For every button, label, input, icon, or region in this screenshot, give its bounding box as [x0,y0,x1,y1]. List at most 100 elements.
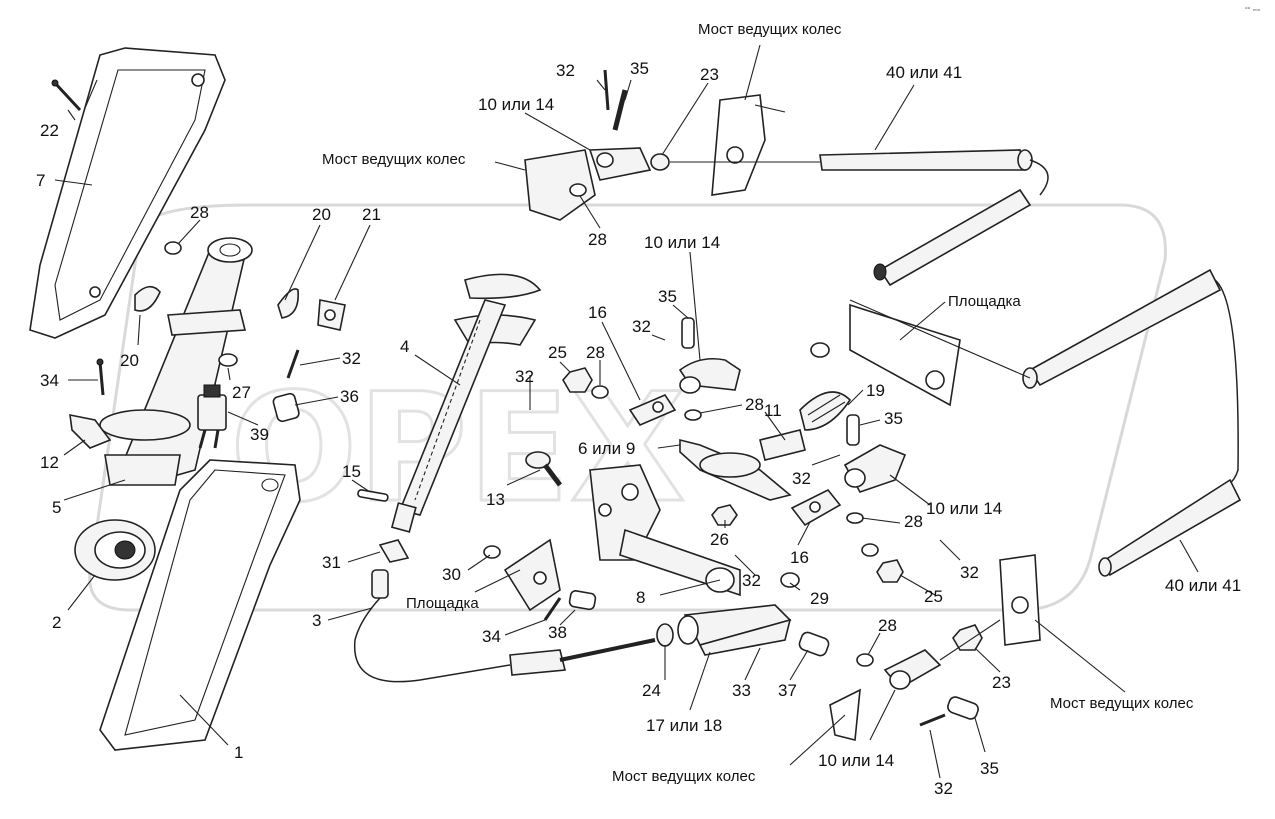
switch-39 [197,384,227,449]
nut-26 [711,504,738,526]
callout: 20 [120,351,139,370]
callout: 27 [232,383,251,402]
callout: 34 [40,371,59,390]
bolt-13 [525,451,562,487]
callout: 21 [362,205,381,224]
callout: 28 [586,343,605,362]
callout: 32 [556,61,575,80]
callout: 8 [636,588,645,607]
callout: 35 [980,759,999,778]
callout: 32 [960,563,979,582]
callout: 13 [486,490,505,509]
callout: 15 [342,462,361,481]
callout: 10 или 14 [644,233,720,252]
callout: 39 [250,425,269,444]
callout: 34 [482,627,501,646]
corner-mark: °° ▫▫▫ [1245,6,1260,14]
bracket-16-upper [628,394,677,426]
washer-29 [780,572,800,588]
callout: 7 [36,171,45,190]
bracket-21 [167,299,346,336]
title-bridge-bottom: Мост ведущих колес [612,768,756,785]
callout: 25 [924,587,943,606]
callout: 35 [884,409,903,428]
leader-lines [54,44,1199,779]
callout: 36 [340,387,359,406]
turnbuckle-6-9 [679,429,806,501]
callout: 3 [312,611,321,630]
callout: 25 [548,343,567,362]
cotter-34-left [96,358,105,396]
cotter-32-left [286,349,300,379]
callout: 19 [866,381,885,400]
callout: 10 или 14 [926,499,1002,518]
title-bridge-lower-right: Мост ведущих колес [1050,695,1194,712]
pin-37 [798,631,830,657]
callout: 24 [642,681,661,700]
callout: 35 [630,59,649,78]
callout: 32 [515,367,534,386]
bracket-16-lower [790,488,842,527]
callout: 2 [52,613,61,632]
plate-lower-right [999,554,1041,646]
plate-upper [711,94,766,196]
title-bridge-top: Мост ведущих колес [698,21,842,38]
callout: 32 [342,349,361,368]
nut-25-upper [562,367,609,399]
callout: 32 [742,571,761,590]
title-bridge-upper-left: Мост ведущих колес [322,151,466,168]
part-7-cover [29,47,226,339]
callout: 38 [548,623,567,642]
callout: 32 [792,469,811,488]
rod-40-upper [670,149,1049,196]
callout: 22 [40,121,59,140]
title-platform-center: Площадка [406,595,479,612]
callout: 6 или 9 [578,439,635,458]
washer-27 [218,353,238,367]
callout: 5 [52,498,61,517]
clip-31 [378,539,410,563]
callout: 28 [878,616,897,635]
rod-right-diag [873,188,1032,287]
pin-15 [357,489,389,502]
callout: 11 [764,401,782,420]
washer-28-left [164,241,182,255]
callout: 28 [745,395,764,414]
fork-upper [524,69,670,221]
callout: 16 [790,548,809,567]
washers-lower-right [846,512,904,583]
callout: 35 [658,287,677,306]
pin-12 [69,413,112,449]
callout: 10 или 14 [818,751,894,770]
cable-3 [353,569,656,683]
spring-19 [799,342,852,431]
rod-40-right [849,268,1242,577]
callout: 28 [588,230,607,249]
bolt-22 [51,79,98,112]
tabs-20 [134,285,299,319]
callout: 32 [632,317,651,336]
callout: 16 [588,303,607,322]
handle-4 [390,273,542,533]
clevis-17-18 [656,604,792,656]
callout: 23 [700,65,719,84]
platform-right [849,303,961,407]
bracket-30 [483,538,561,612]
callout: 33 [732,681,751,700]
location-titles: Мост ведущих колес Мост ведущих колес Пл… [322,21,1194,785]
callout: 23 [992,673,1011,692]
title-platform-right: Площадка [948,293,1021,310]
part-5-column [99,237,253,486]
callout: 29 [810,589,829,608]
lever-8 [589,464,741,597]
callouts: 22 7 28 20 21 20 34 27 32 36 39 12 5 2 1… [36,59,1241,798]
pulley-2 [74,519,156,581]
part-1-casing [99,459,301,751]
callout: 20 [312,205,331,224]
callout: 1 [234,743,243,762]
fork-right [843,414,907,493]
callout: 31 [322,553,341,572]
callout: 28 [904,512,923,531]
fork-mid [678,317,741,421]
